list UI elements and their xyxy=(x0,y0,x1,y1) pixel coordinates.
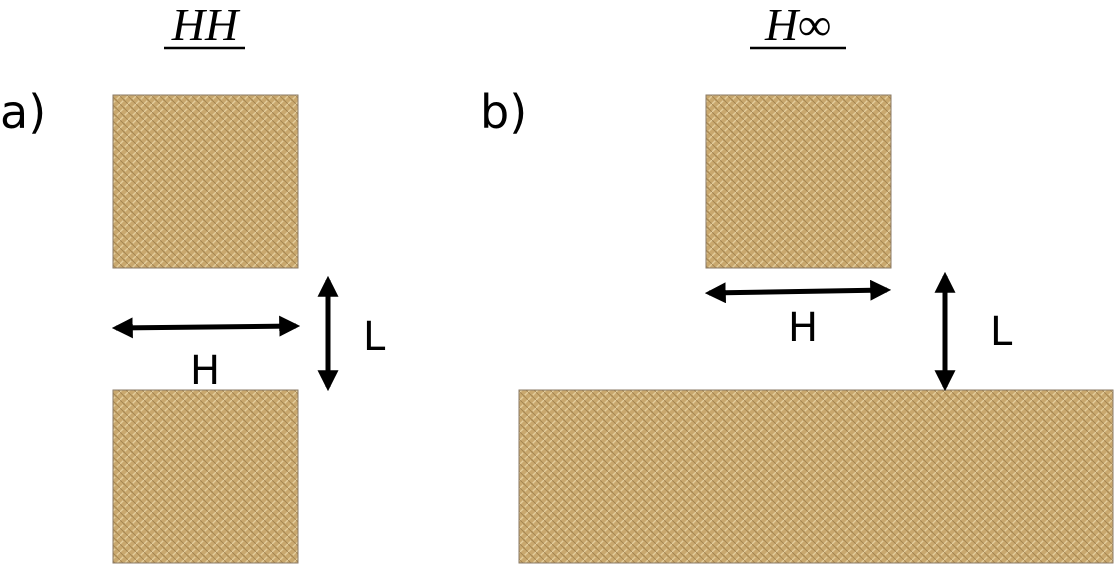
panel-a-title: HH xyxy=(171,0,241,50)
panel-a-gap-label: L xyxy=(363,314,386,360)
panel-b-gap-label: L xyxy=(990,309,1013,355)
panel-a-width-label: H xyxy=(190,348,220,394)
panel-a: HH a) H L xyxy=(0,0,386,564)
panel-b-label: b) xyxy=(480,85,527,139)
panel-a-bottom-block xyxy=(112,389,299,564)
panel-a-top-block xyxy=(112,94,299,269)
panel-a-width-arrow xyxy=(111,315,301,339)
panel-a-label: a) xyxy=(0,85,46,139)
panel-b-infinite-plate xyxy=(518,389,1114,564)
panel-b-top-block xyxy=(705,94,892,269)
panel-b-width-arrow xyxy=(704,279,892,304)
panel-b-width-label: H xyxy=(788,305,818,351)
panel-b-title: H∞ xyxy=(764,0,831,50)
panel-b: H∞ b) H L xyxy=(480,0,1114,564)
